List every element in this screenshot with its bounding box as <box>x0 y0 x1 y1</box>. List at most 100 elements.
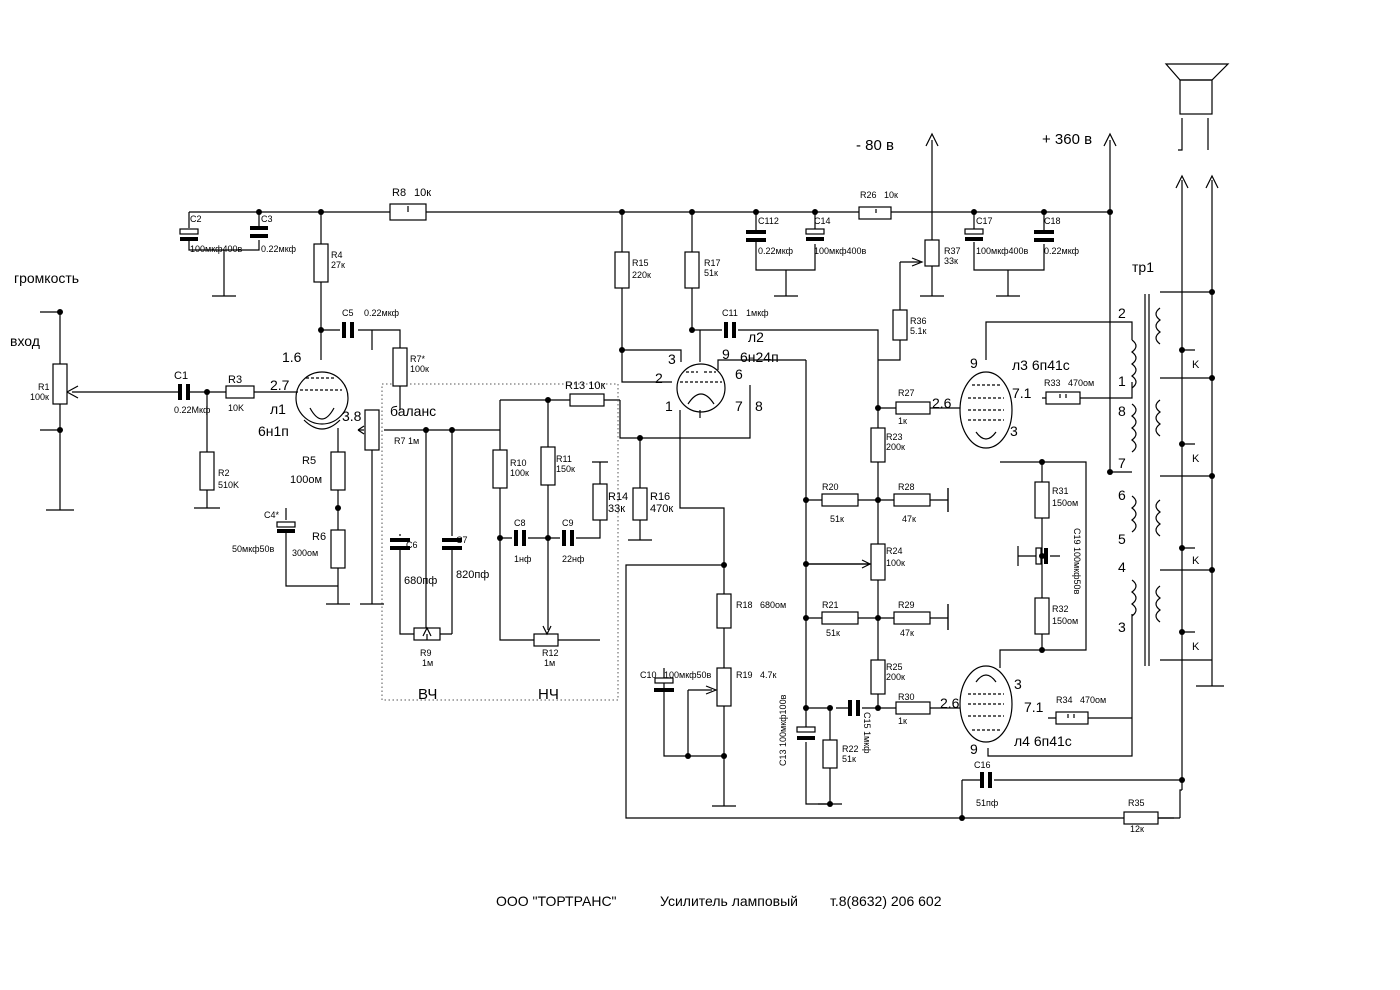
label-R29: R29 <box>898 600 915 610</box>
potentiometer-icon <box>52 239 940 707</box>
value-R37: 33к <box>944 256 958 266</box>
l4-pin-9: 9 <box>970 741 978 757</box>
l2-pin-2: 2 <box>655 370 663 386</box>
value-R14: 33к <box>608 503 625 515</box>
value-R34: 470ом <box>1080 695 1106 705</box>
label-R6: R6 <box>312 531 326 543</box>
l1-pin-3.8: 3.8 <box>342 408 362 424</box>
l2-name: л2 <box>748 329 764 345</box>
tr1-pin-4: 4 <box>1118 559 1126 575</box>
value-R27: 1к <box>898 416 907 426</box>
label-R27: R27 <box>898 388 915 398</box>
value-R30: 1к <box>898 716 907 726</box>
l3-pin-3: 3 <box>1010 423 1018 439</box>
tap-k-4: K <box>1192 641 1200 653</box>
label-R4: R4 <box>331 250 343 260</box>
label-R7: R7 1м <box>394 436 419 446</box>
value-C10: 100мкф50в <box>664 670 712 680</box>
value-R25: 200к <box>886 672 905 682</box>
value-R8: 10к <box>414 187 431 199</box>
label-C17: C17 <box>976 216 993 226</box>
label-C16: C16 <box>974 760 991 770</box>
label-R7s: R7* <box>410 354 426 364</box>
value-C17: 100мкф400в <box>976 246 1029 256</box>
value-R18: 680ом <box>760 600 786 610</box>
tr1-pin-1: 1 <box>1118 373 1126 389</box>
label-R14: R14 <box>608 491 628 503</box>
input-label: вход <box>10 333 40 349</box>
value-C7: 820пф <box>456 569 489 581</box>
label-R17: R17 <box>704 258 721 268</box>
electrolytic-capacitor-icon <box>179 228 1048 740</box>
value-C9: 22нф <box>562 554 585 564</box>
tap-k-1: K <box>1192 359 1200 371</box>
l1-name: л1 <box>270 401 286 417</box>
label-C10: C10 <box>640 670 657 680</box>
value-R17: 51к <box>704 268 718 278</box>
label-R24: R24 <box>886 546 903 556</box>
tr1-label: тр1 <box>1132 259 1154 275</box>
value-R4: 27к <box>331 260 345 270</box>
hf-label: ВЧ <box>418 686 437 703</box>
label-C14: C14 <box>814 216 831 226</box>
label-C3: C3 <box>261 214 273 224</box>
value-R22: 51к <box>842 754 856 764</box>
label-R31: R31 <box>1052 486 1069 496</box>
speaker-icon <box>1164 63 1230 115</box>
tr1-pin-6: 6 <box>1118 487 1126 503</box>
label-C11: C11 <box>722 308 738 318</box>
label-R8: R8 <box>392 187 406 199</box>
label-R21: R21 <box>822 600 839 610</box>
l4-name: л4 6п41с <box>1014 733 1072 749</box>
lf-label: НЧ <box>538 686 559 703</box>
value-R21: 51к <box>826 628 840 638</box>
value-R32: 150ом <box>1052 616 1078 626</box>
value-R28: 47к <box>902 514 916 524</box>
label-R20: R20 <box>822 482 839 492</box>
value-C11: 1мкф <box>746 308 769 318</box>
l4-pin-2.6: 2.6 <box>940 695 960 711</box>
label-R3: R3 <box>228 374 242 386</box>
volume-label: громкость <box>14 270 79 286</box>
value-R20: 51к <box>830 514 844 524</box>
value-C6: 680пф <box>404 575 437 587</box>
value-R23: 200к <box>886 442 905 452</box>
label-R12: R12 <box>542 648 559 658</box>
label-R28: R28 <box>898 482 915 492</box>
tr1-pin-8: 8 <box>1118 403 1126 419</box>
label-R26: R26 <box>860 190 877 200</box>
l1-pin-1.6: 1.6 <box>282 349 302 365</box>
label-C9: C9 <box>562 518 574 528</box>
value-C112: 0.22мкф <box>758 246 794 256</box>
l4-pin-7.1: 7.1 <box>1024 699 1044 715</box>
label-R34: R34 <box>1056 695 1073 705</box>
l3-pin-7.1: 7.1 <box>1012 385 1032 401</box>
output-transformer <box>1131 294 1161 666</box>
l3-pin-2.6: 2.6 <box>932 395 952 411</box>
label-R1: R1 <box>38 382 50 392</box>
l2-type: 6н24п <box>740 349 779 365</box>
label-C7: C7 <box>456 535 468 545</box>
supply-arrow-icon <box>925 132 1219 189</box>
value-C1: 0.22Мкф <box>174 405 211 415</box>
label-R5: R5 <box>302 455 316 467</box>
label-R18: R18 <box>736 600 753 610</box>
footer-company: ООО "ТОРТРАНС" <box>496 893 617 909</box>
tr1-pin-7: 7 <box>1118 455 1126 471</box>
label-R33: R33 <box>1044 378 1061 388</box>
l2-pin-7: 7 <box>735 398 743 414</box>
value-R12: 1м <box>544 658 555 668</box>
value-C14: 100мкф400в <box>814 246 867 256</box>
resistors <box>199 203 1159 825</box>
label-C6: C6 <box>406 540 418 550</box>
label-C1: C1 <box>174 370 188 382</box>
label-R11: R11 <box>556 454 572 464</box>
label-R22: R22 <box>842 744 859 754</box>
value-R35: 12к <box>1130 824 1144 834</box>
tr1-pin-3: 3 <box>1118 619 1126 635</box>
label-C19: C19 100мкф50в <box>1072 528 1082 595</box>
value-R19: 4.7к <box>760 670 777 680</box>
capacitor-icon <box>178 226 1054 788</box>
label-R13: R13 10к <box>565 380 605 392</box>
